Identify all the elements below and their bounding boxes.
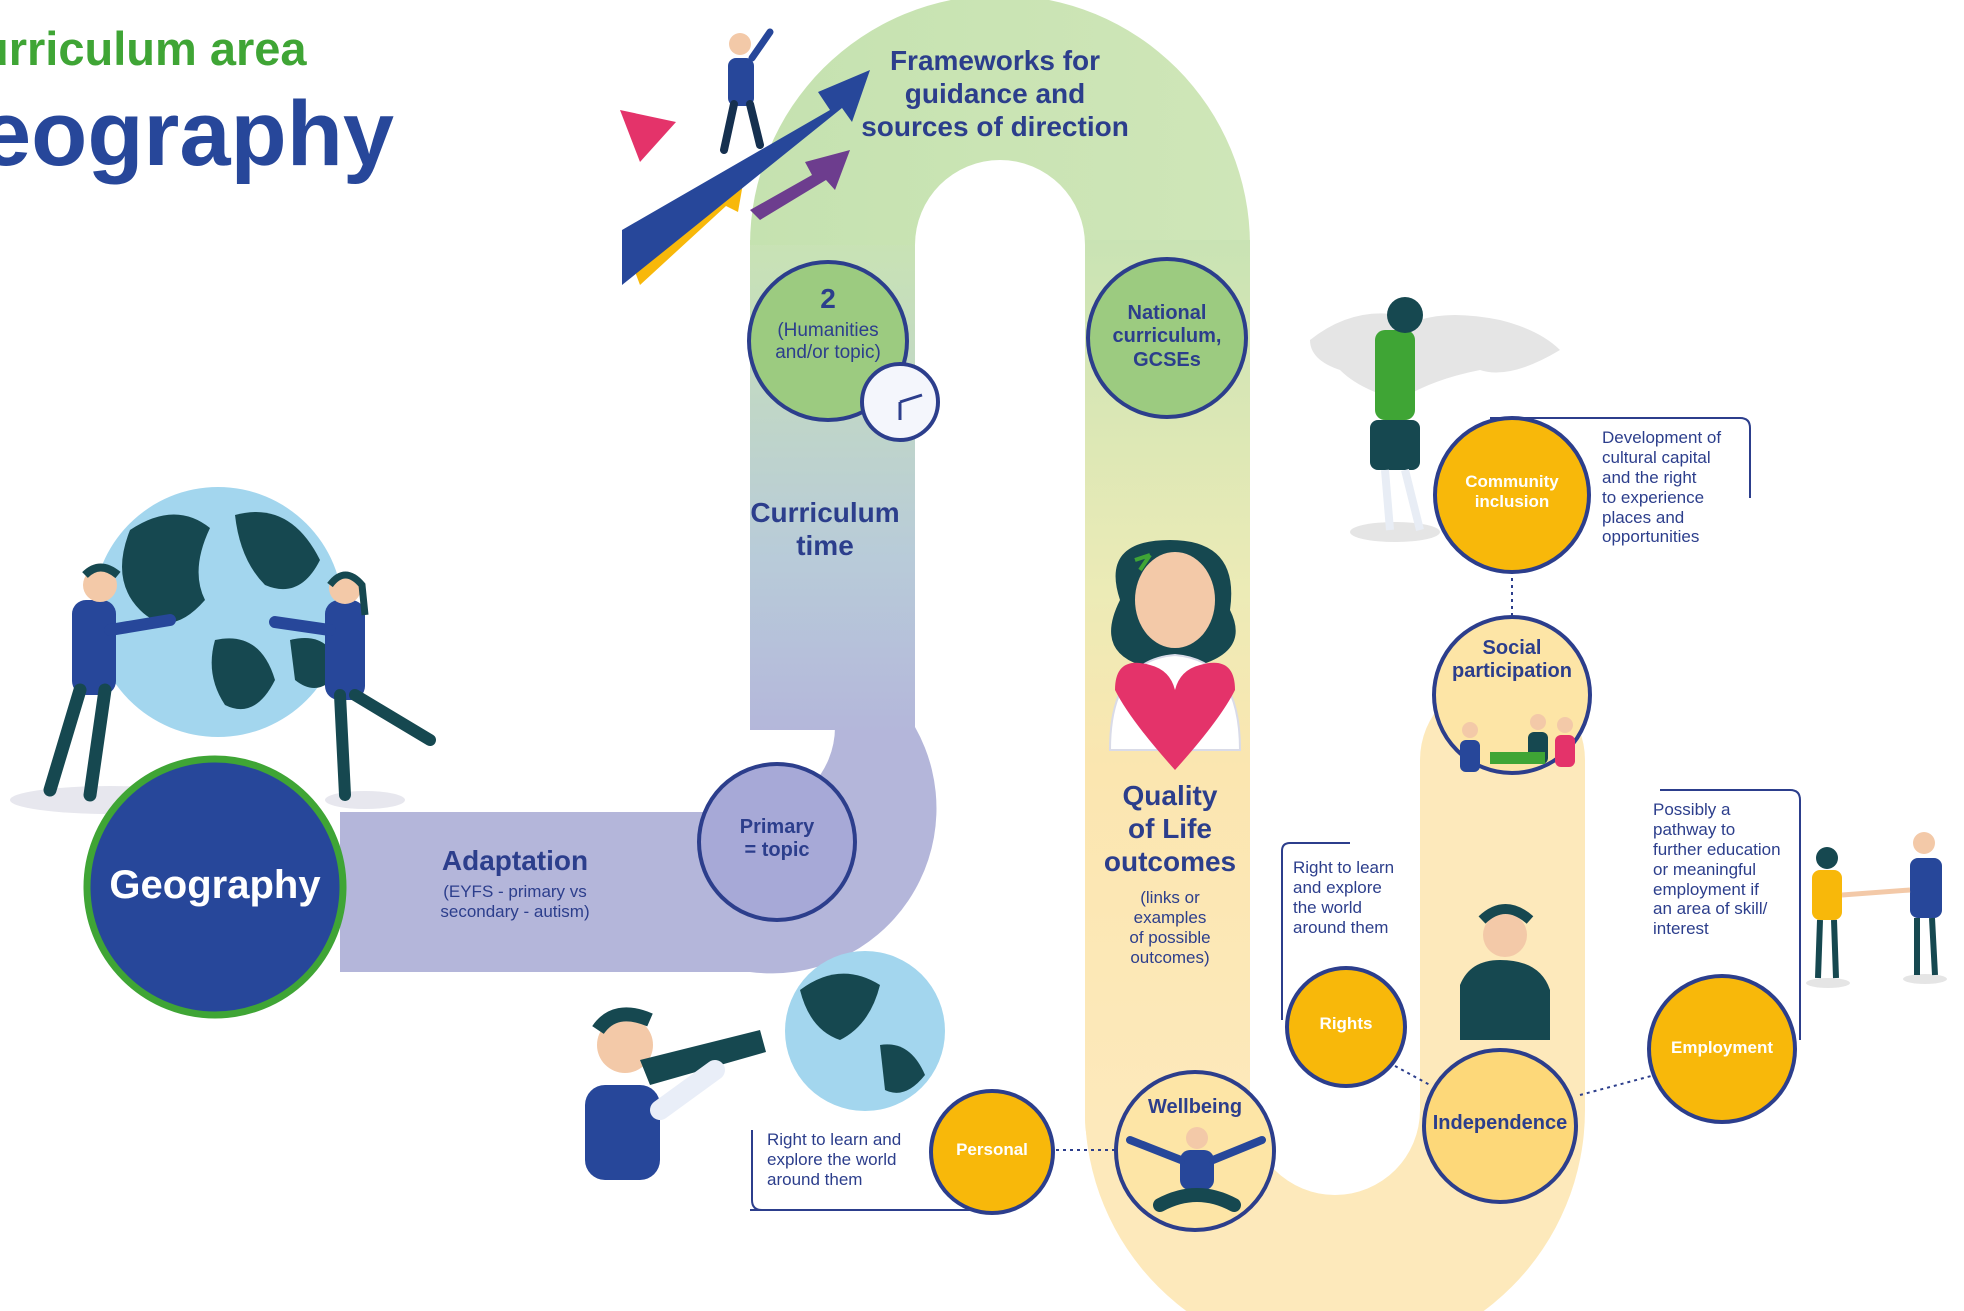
quality-of-life-detail: (links or examples of possible outcomes) bbox=[1129, 888, 1211, 967]
social-participation-label: Social participation bbox=[1451, 637, 1572, 683]
community-callout: Development of cultural capital and the … bbox=[1602, 428, 1722, 547]
rights-callout: Right to learn and explore the world aro… bbox=[1293, 858, 1395, 937]
time-node-number: 2 bbox=[820, 283, 836, 314]
quality-of-life-label: Quality of Life outcomes bbox=[1103, 780, 1237, 877]
national-curriculum-node bbox=[1086, 257, 1248, 419]
employment-node bbox=[1647, 974, 1797, 1124]
primary-node-label: Primary = topic bbox=[739, 816, 815, 862]
rights-node bbox=[1285, 966, 1407, 1088]
person-on-arrow-icon bbox=[720, 28, 774, 154]
connector-lines bbox=[1056, 571, 1656, 1151]
traveller-illustration bbox=[1310, 297, 1560, 542]
adaptation-detail: (EYFS - primary vs secondary - autism) bbox=[440, 882, 590, 921]
meditating-person-icon bbox=[1126, 1127, 1266, 1212]
personal-node bbox=[929, 1089, 1055, 1215]
geography-node-label: Geography bbox=[109, 863, 321, 907]
curriculum-time-label: Curriculum time bbox=[750, 497, 900, 561]
node-circles bbox=[83, 257, 1797, 1232]
callout-brackets bbox=[750, 417, 1801, 1211]
telescope-person-illustration bbox=[585, 1007, 766, 1180]
personal-label: Personal bbox=[956, 1140, 1028, 1159]
community-inclusion-label: Community inclusion bbox=[1465, 472, 1559, 511]
adaptation-label: Adaptation bbox=[441, 845, 589, 876]
curriculum-area-heading: urriculum area bbox=[0, 22, 307, 75]
geography-node bbox=[83, 755, 347, 1019]
employment-label: Employment bbox=[1670, 1038, 1774, 1057]
meeting-people-icon bbox=[1460, 714, 1575, 772]
frameworks-label: Frameworks for guidance and sources of d… bbox=[861, 45, 1129, 142]
independence-person-illustration bbox=[1460, 904, 1550, 1040]
primary-node bbox=[697, 762, 857, 922]
community-inclusion-node bbox=[1433, 416, 1591, 574]
arrows-illustration bbox=[620, 28, 870, 285]
time-node-detail: (Humanities and/or topic) bbox=[775, 320, 881, 364]
rights-label: Rights bbox=[1319, 1014, 1373, 1033]
wellbeing-label: Wellbeing bbox=[1147, 1096, 1243, 1118]
national-curriculum-label: National curriculum, GCSEs bbox=[1112, 302, 1222, 371]
page-title: eography bbox=[0, 83, 395, 185]
employment-callout: Possibly a pathway to further education … bbox=[1653, 800, 1781, 939]
woman-heart-illustration bbox=[1108, 540, 1242, 770]
independence-label: Independence bbox=[1432, 1112, 1568, 1134]
independence-node bbox=[1422, 1048, 1578, 1204]
globe-people-illustration bbox=[10, 487, 436, 814]
personal-callout: Right to learn and explore the world aro… bbox=[767, 1130, 902, 1189]
handshake-illustration bbox=[1806, 832, 1947, 988]
small-globe-icon bbox=[785, 951, 945, 1111]
